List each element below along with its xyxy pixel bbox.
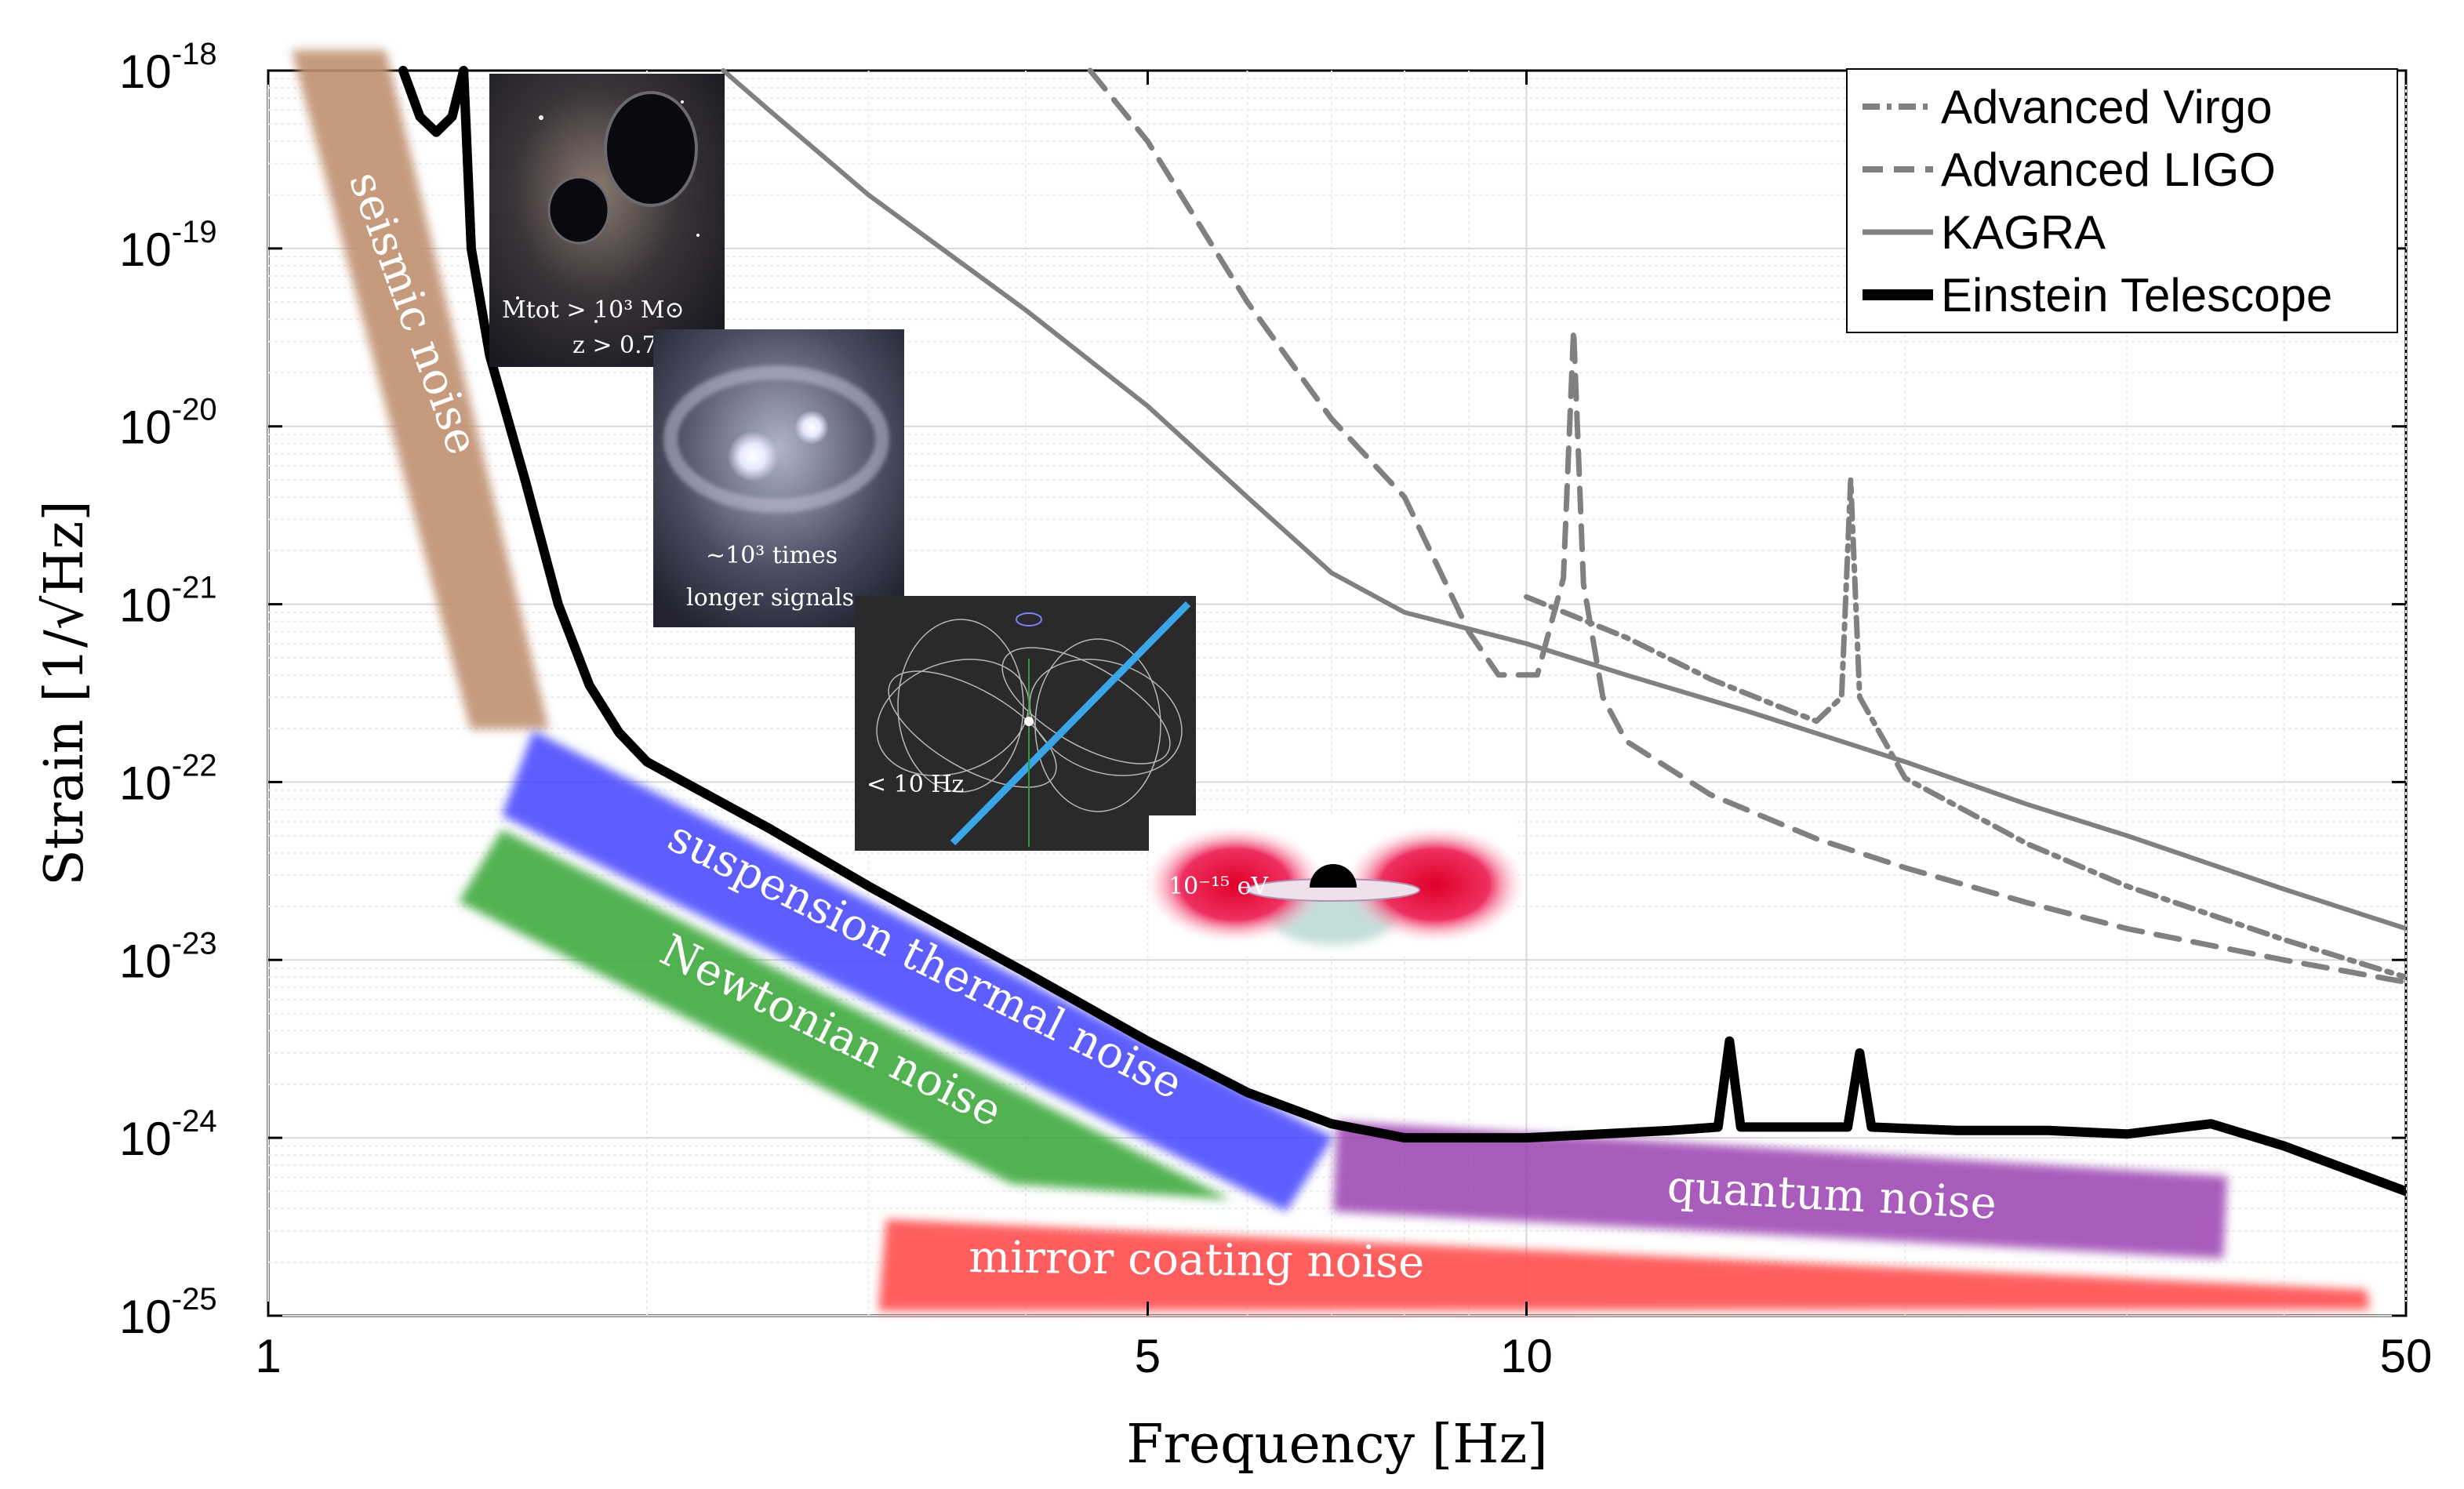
tick-labels: 1 5 10 50 10-18 10-19 10-20 10-21 10-22 10-23 10-2… [119, 37, 2432, 1382]
x-axis-label: Frequency [Hz] [1126, 1414, 1548, 1476]
y-axis-label: Strain [1/√Hz] [34, 500, 96, 886]
series-layer [398, 66, 2406, 1197]
inset-bns-line2: longer signals [686, 584, 854, 612]
inset-binary-neutron-star: ~10³ times longer signals [653, 329, 904, 627]
quantum-noise-band [1333, 1121, 2227, 1258]
y-tick-label: 10-23 [119, 926, 217, 987]
y-tick-label: 10-22 [119, 748, 217, 809]
noise-bands [292, 50, 2370, 1311]
series-line-advanced-ligo [1087, 67, 2406, 986]
series-line-kagra [721, 68, 2406, 932]
inset-pulsar: < 10 Hz [855, 596, 1196, 851]
inset-boson-label: 10⁻¹⁵ eV [1168, 873, 1269, 900]
x-tick-label: 10 [1500, 1330, 1553, 1382]
y-tick-label: 10-24 [119, 1104, 217, 1165]
inset-bbh-line1: Mtot > 10³ M⊙ [502, 296, 685, 324]
series-line-advanced-virgo [1524, 477, 2406, 980]
legend-label-et: Einstein Telescope [1941, 269, 2332, 321]
y-tick-label: 10-21 [119, 571, 217, 632]
series-line-einstein-telescope [398, 66, 2406, 1197]
x-tick-label: 1 [255, 1330, 281, 1382]
y-tick-label: 10-20 [119, 393, 217, 454]
y-tick-label: 10-18 [119, 37, 217, 98]
x-tick-label: 5 [1135, 1330, 1161, 1382]
inset-binary-black-hole: Mtot > 10³ M⊙ z > 0.7 [489, 74, 725, 367]
suspension-thermal-noise-band [502, 731, 1333, 1211]
inset-boson-cloud: 10⁻¹⁵ eV [1145, 815, 1525, 957]
band-label-mirror-coating: mirror coating noise [969, 1232, 1425, 1288]
legend-label-ligo: Advanced LIGO [1941, 143, 2276, 196]
newtonian-noise-band [459, 830, 1231, 1200]
inset-bns-line1: ~10³ times [706, 542, 838, 569]
x-tick-label: 50 [2380, 1330, 2433, 1382]
legend: Advanced Virgo Advanced LIGO KAGRA Einst… [1846, 68, 2398, 333]
mirror-coating-noise-band [878, 1219, 2370, 1311]
inset-bbh-line2: z > 0.7 [572, 332, 657, 359]
legend-box [1846, 68, 2398, 333]
legend-label-virgo: Advanced Virgo [1941, 81, 2273, 133]
inset-pulsar-label: < 10 Hz [867, 771, 964, 798]
legend-label-kagra: KAGRA [1941, 206, 2106, 259]
y-tick-label: 10-25 [119, 1282, 217, 1343]
seismic-noise-band [292, 50, 549, 729]
y-tick-label: 10-19 [119, 215, 217, 276]
